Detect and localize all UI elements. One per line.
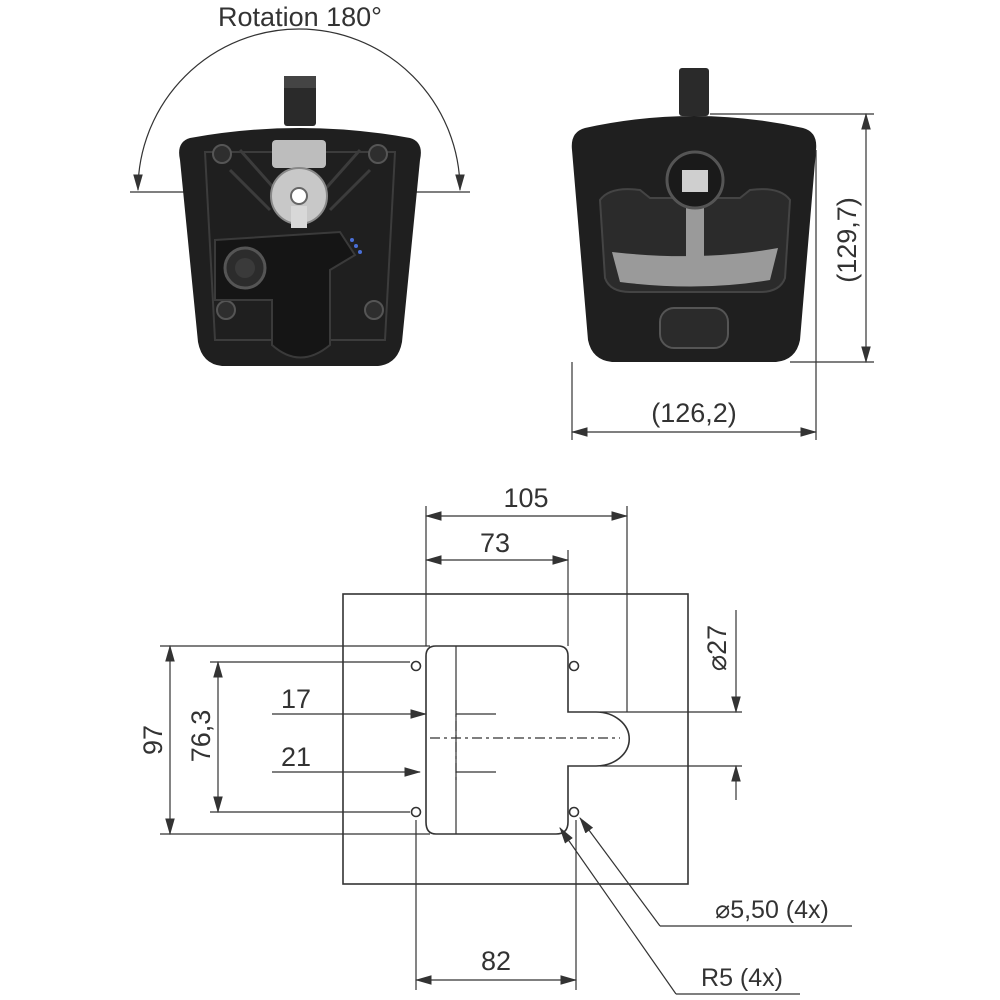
dim-21: 21 — [281, 742, 311, 772]
screw-boss-icon — [368, 144, 388, 164]
dim-hole-diameter: ⌀5,50 (4x) — [715, 896, 829, 924]
rear-view: Rotation 180° — [130, 2, 470, 366]
dim-82: 82 — [481, 946, 511, 976]
dim-diameter-27: ⌀27 — [702, 625, 732, 671]
cam-housing — [272, 140, 326, 168]
cutout-outline — [425, 645, 631, 835]
cutout-drawing: 105 73 97 76,3 17 21 ⌀27 ⌀5,50 (4x) — [138, 483, 852, 995]
dim-overall-height: (129,7) — [832, 197, 862, 283]
rotation-label: Rotation 180° — [218, 2, 382, 32]
dim-73: 73 — [480, 528, 510, 558]
rear-shaft — [284, 76, 316, 126]
dim-overall-width: (126,2) — [651, 398, 737, 428]
dim-17: 17 — [281, 684, 311, 714]
screw-boss-icon — [212, 144, 232, 164]
dim-105: 105 — [503, 483, 548, 513]
screw-boss-icon — [216, 300, 236, 320]
mounting-hole-icon — [410, 806, 422, 818]
mounting-hole-icon — [568, 660, 580, 672]
mounting-hole-icon — [410, 660, 422, 672]
panel-outline — [342, 593, 689, 885]
mounting-hole-icon — [568, 806, 580, 818]
push-button — [659, 307, 729, 349]
front-view: (126,2) (129,7) — [570, 68, 874, 440]
rotation-arc — [133, 28, 465, 192]
dim-97: 97 — [138, 725, 168, 755]
handle-bar — [612, 248, 778, 287]
handle-stem — [686, 198, 704, 258]
dim-76-3: 76,3 — [186, 710, 216, 763]
dim-corner-radius: R5 (4x) — [701, 964, 783, 992]
front-shaft — [679, 68, 709, 116]
screw-boss-icon — [364, 300, 384, 320]
